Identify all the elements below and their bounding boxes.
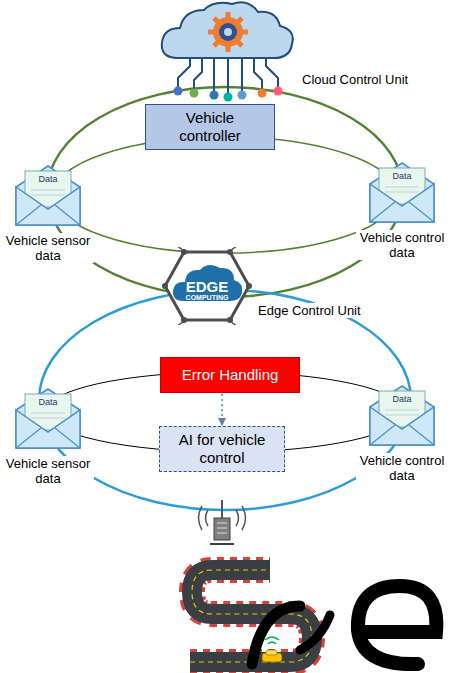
envelope-text: Data bbox=[2, 397, 94, 407]
envelope-text: Data bbox=[356, 171, 448, 181]
box-label: Vehicle controller bbox=[162, 109, 258, 145]
envelope-text: Data bbox=[356, 394, 448, 404]
data-envelope: DataVehicle control data bbox=[356, 383, 448, 484]
envelope-icon bbox=[13, 163, 83, 229]
icon-text: EDGE bbox=[186, 279, 229, 294]
process-box: Vehicle controller bbox=[145, 104, 275, 150]
data-label: Vehicle sensor data bbox=[2, 233, 94, 263]
envelope-icon bbox=[367, 160, 437, 226]
edge-computing-icon: EDGECOMPUTING bbox=[162, 247, 252, 325]
data-envelope: DataVehicle control data bbox=[356, 160, 448, 261]
cloud-inner-loop bbox=[53, 137, 397, 253]
process-box: AI for vehicle control bbox=[159, 426, 285, 472]
icon-text: COMPUTING bbox=[186, 294, 229, 302]
error-box: Error Handling bbox=[160, 357, 300, 393]
envelope-icon bbox=[13, 386, 83, 452]
data-label: Vehicle sensor data bbox=[2, 456, 94, 486]
box-label: AI for vehicle control bbox=[168, 431, 276, 467]
data-envelope: DataVehicle sensor data bbox=[2, 386, 94, 487]
dotted-arrow bbox=[221, 394, 223, 425]
envelope-text: Data bbox=[2, 174, 94, 184]
icon-text-area: EDGECOMPUTING bbox=[162, 251, 252, 329]
data-label: Vehicle control data bbox=[356, 230, 448, 260]
box-label: Error Handling bbox=[182, 366, 279, 384]
cloud-icon bbox=[162, 2, 293, 101]
roadside-antenna bbox=[199, 500, 246, 544]
unit-label: Edge Control Unit bbox=[256, 303, 363, 318]
data-label: Vehicle control data bbox=[356, 453, 448, 483]
unit-label: Cloud Control Unit bbox=[300, 72, 410, 87]
envelope-icon bbox=[367, 383, 437, 449]
black-scribble bbox=[252, 586, 436, 664]
data-envelope: DataVehicle sensor data bbox=[2, 163, 94, 264]
